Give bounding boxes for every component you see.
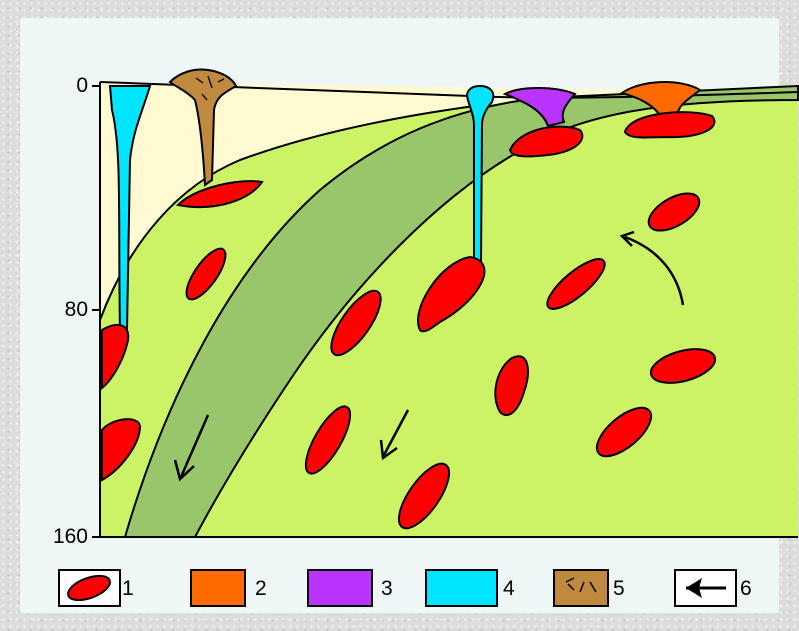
purple-swatch-icon bbox=[308, 570, 372, 606]
legend-num-2: 2 bbox=[255, 578, 267, 600]
cyan-swatch-icon bbox=[426, 570, 497, 606]
depth-label-160: 160 bbox=[28, 526, 88, 548]
legend-num-1: 1 bbox=[122, 578, 134, 600]
depth-label-80: 80 bbox=[28, 299, 88, 321]
legend-num-3: 3 bbox=[381, 578, 393, 600]
depth-label-0: 0 bbox=[28, 75, 88, 97]
legend-num-5: 5 bbox=[613, 578, 625, 600]
legend-num-4: 4 bbox=[503, 578, 515, 600]
legend-num-6: 6 bbox=[740, 578, 752, 600]
orange-swatch-icon bbox=[191, 570, 245, 606]
legend bbox=[59, 570, 736, 606]
